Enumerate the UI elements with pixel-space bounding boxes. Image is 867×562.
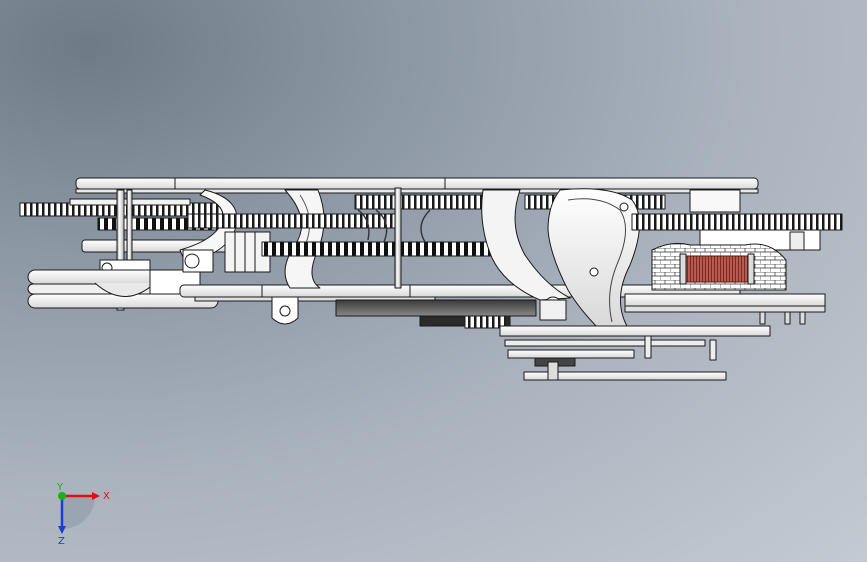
z-axis-arrowhead xyxy=(58,526,66,534)
triad-plane xyxy=(62,496,95,529)
central-gears xyxy=(187,187,493,289)
right-base-plate xyxy=(624,293,826,325)
top-plate xyxy=(75,177,759,194)
z-axis-label: Z xyxy=(58,536,65,547)
lower-dark-parts xyxy=(335,296,567,329)
bottom-bars xyxy=(499,325,771,381)
left-curved-bridge xyxy=(179,189,271,273)
y-axis-label: Y xyxy=(56,482,64,493)
left-disc-stack xyxy=(27,269,219,309)
y-axis-dot xyxy=(58,492,66,500)
x-axis-label: X xyxy=(103,491,110,502)
electromagnet-coil xyxy=(651,242,787,291)
coordinate-triad: X Y Z xyxy=(56,482,110,547)
x-axis-arrowhead xyxy=(92,492,100,500)
middle-s-bridge xyxy=(284,189,325,289)
